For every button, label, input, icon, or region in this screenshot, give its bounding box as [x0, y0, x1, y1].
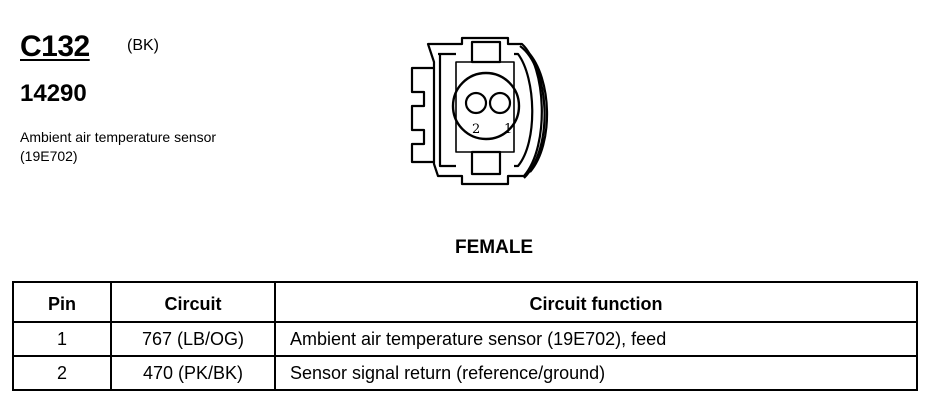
connector-housing-outline: [426, 36, 543, 186]
header-circuit: Circuit: [110, 281, 276, 323]
table-row: 2 470 (PK/BK) Sensor signal return (refe…: [12, 355, 918, 391]
connector-housing-inner: [438, 52, 534, 168]
connector-color-code: (BK): [127, 37, 159, 54]
cell-circuit: 767 (LB/OG): [110, 321, 276, 357]
cell-function: Ambient air temperature sensor (19E702),…: [274, 321, 918, 357]
connector-id: C132: [20, 30, 90, 63]
header-function: Circuit function: [274, 281, 918, 323]
connector-side-tabs: [410, 66, 434, 164]
table-header-row: Pin Circuit Circuit function: [12, 281, 918, 323]
table-row: 1 767 (LB/OG) Ambient air temperature se…: [12, 321, 918, 357]
pinout-table: Pin Circuit Circuit function 1 767 (LB/O…: [12, 281, 918, 391]
cell-pin: 2: [12, 355, 112, 391]
terminal-pin-2: [464, 91, 488, 115]
connector-face-diagram: 2 1: [410, 36, 549, 186]
connector-description: Ambient air temperature sensor (19E702): [20, 129, 217, 164]
connector-gender: FEMALE: [455, 237, 534, 258]
pin-number-1: 1: [504, 122, 512, 137]
part-number: 14290: [20, 80, 87, 107]
terminal-cavity-ring: [451, 71, 521, 141]
connector-latch-arm: [519, 45, 549, 179]
pin-number-2: 2: [472, 122, 480, 137]
cell-pin: 1: [12, 321, 112, 357]
terminal-pin-1: [488, 91, 512, 115]
connector-key-bottom: [470, 150, 502, 176]
cell-function: Sensor signal return (reference/ground): [274, 355, 918, 391]
cell-circuit: 470 (PK/BK): [110, 355, 276, 391]
header-pin: Pin: [12, 281, 112, 323]
connector-key-top: [470, 40, 502, 64]
